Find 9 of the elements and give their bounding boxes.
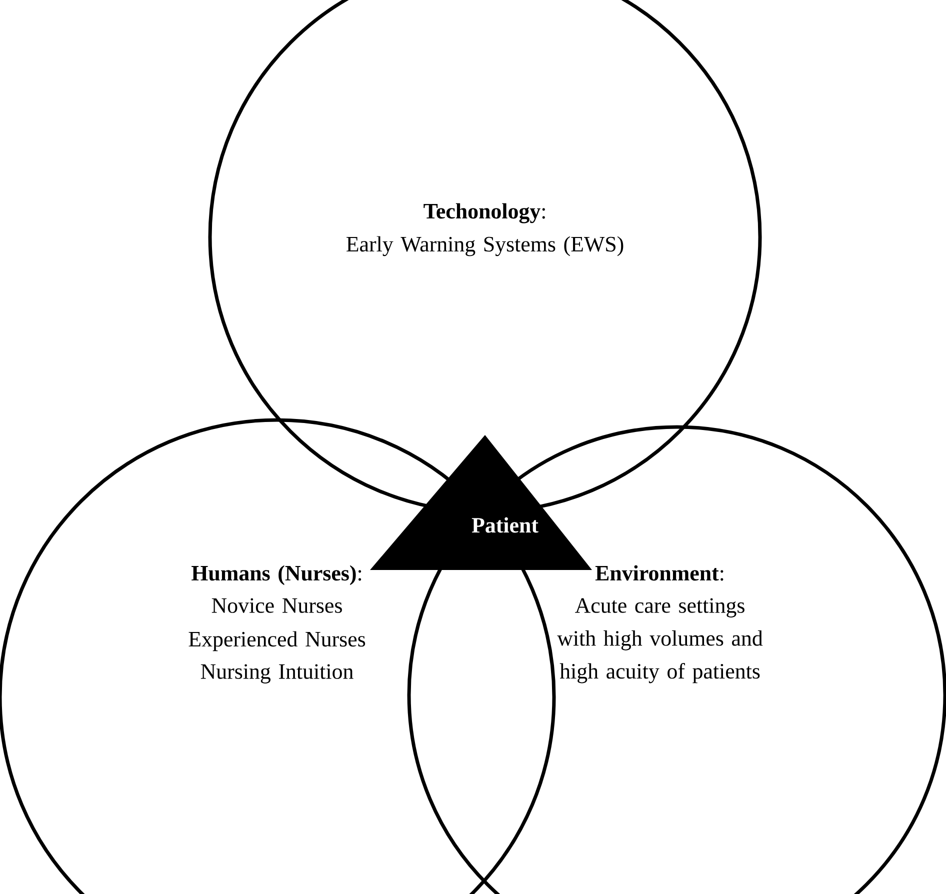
body-text: Experienced Nurses [188,631,366,652]
body-text: Novice Nurses [212,598,342,613]
triangle: Patient [370,435,592,570]
body-text: Acute care settings with high volumes and high acuity of patients [557,598,763,684]
body-text: Nursing Intuition [200,664,354,684]
heading: Humans (Nurses): [192,565,362,586]
body-text: Early Warning Systems (EWS) [346,236,624,256]
heading: Techonology: [424,203,545,224]
heading: Environment: [595,565,724,581]
